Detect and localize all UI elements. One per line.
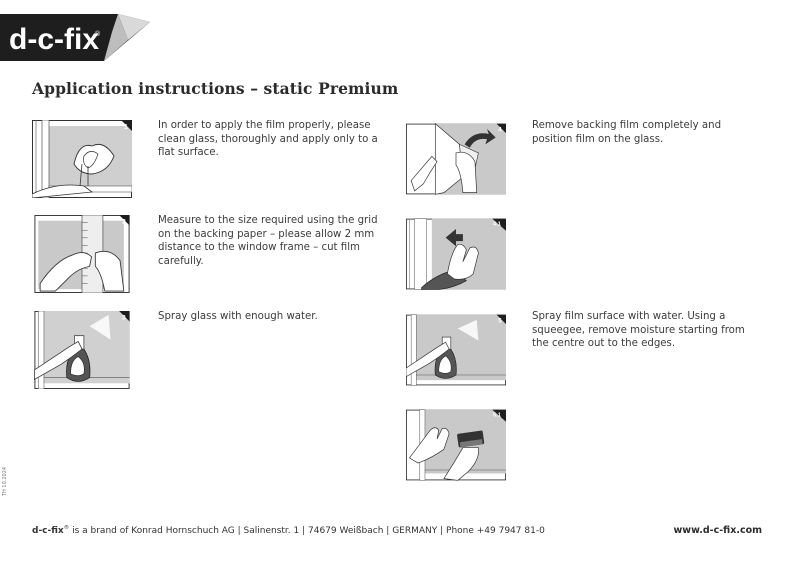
step-3-number: 3 [122,315,126,322]
footer-address: d-c-fix® is a brand of Konrad Hornschuch… [32,525,545,536]
step-1-text: In order to apply the film properly, ple… [158,120,378,158]
step-4-1-illustration: 4.1 [406,218,506,290]
step-4-illustration: 4 [406,122,506,195]
step-5-1-number: 5.1 [493,413,501,419]
step-2-number: 2 [122,219,126,226]
website-link[interactable]: www.d-c-fix.com [673,525,762,536]
logo-registered: ® [95,30,101,38]
step-4-text: Remove backing film completely and posit… [532,120,722,145]
document-code: TH 10.2024 [2,466,8,496]
footer-brand: d-c-fix [32,526,64,536]
step-4-number: 4 [498,127,502,133]
step-2-illustration: 2 [34,215,130,293]
page-title: Application instructions – static Premiu… [32,79,399,98]
step-1-illustration: 1 [32,120,132,198]
footer-text: is a brand of Konrad Hornschuch AG | Sal… [69,526,545,536]
step-3-illustration: 3 [34,311,130,389]
step-4-1-number: 4.1 [493,222,501,228]
step-5-number: 5 [498,318,502,324]
step-3-text: Spray glass with enough water. [158,311,318,322]
step-2-text: Measure to the size required using the g… [158,215,378,267]
footer-registered: ® [63,525,70,531]
step-1-number: 1 [124,124,128,131]
step-5-illustration: 5 [406,314,506,386]
step-5-1-illustration: 5.1 [406,409,506,481]
step-5-text: Spray film surface with water. Using a s… [532,311,745,349]
d-c-fix-logo: d-c-fix ® [0,14,150,61]
logo-text: d-c-fix [9,23,99,56]
